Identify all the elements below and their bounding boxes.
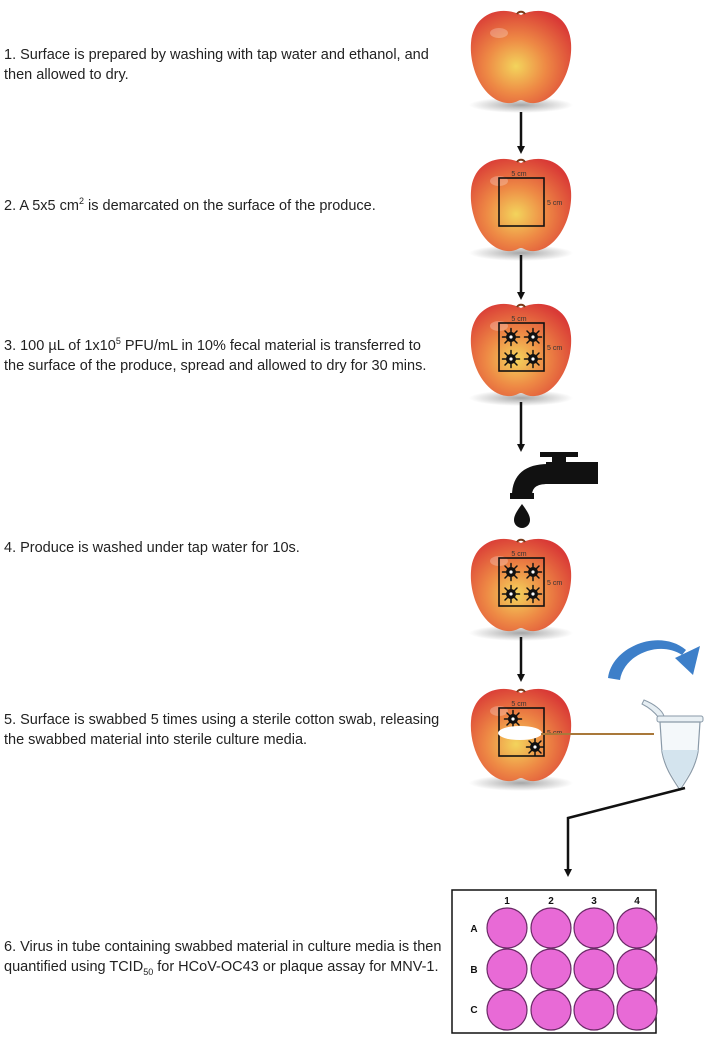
plate-col-label: 3	[591, 896, 597, 907]
square-side-label: 5 cm	[547, 200, 562, 207]
virus-icon	[523, 327, 543, 347]
plate-row-label: B	[470, 965, 477, 976]
square-top-label: 5 cm	[511, 551, 526, 558]
square-top-label: 5 cm	[511, 171, 526, 178]
apple-5: 5 cm 5 cm	[468, 687, 574, 792]
step-3-text: 3. 100 µL of 1x105 PFU/mL in 10% fecal m…	[4, 336, 427, 374]
plate-col-label: 2	[548, 896, 554, 907]
well	[486, 989, 528, 1031]
virus-icon	[501, 562, 521, 582]
square-top-label: 5 cm	[511, 701, 526, 708]
virus-icon	[525, 737, 545, 757]
apple-4: 5 cm 5 cm	[468, 537, 574, 642]
virus-icon	[523, 584, 543, 604]
step-1-text: 1. Surface is prepared by washing with t…	[4, 47, 429, 83]
step-6-text: 6. Virus in tube containing swabbed mate…	[4, 939, 442, 977]
tube-icon	[641, 699, 704, 792]
faucet-icon	[510, 452, 598, 528]
step-5-text: 5. Surface is swabbed 5 times using a st…	[4, 712, 440, 748]
virus-icon	[501, 349, 521, 369]
well	[616, 948, 658, 990]
well-plate: 1 2 3 4 A B C	[451, 889, 658, 1034]
apple-3: 5 cm 5 cm	[468, 302, 574, 407]
well	[530, 948, 572, 990]
curved-arrow-icon	[608, 640, 700, 680]
virus-icon	[523, 349, 543, 369]
well	[486, 907, 528, 949]
square-side-label: 5 cm	[547, 580, 562, 587]
well	[573, 989, 615, 1031]
well	[530, 989, 572, 1031]
square-top-label: 5 cm	[511, 316, 526, 323]
apple-1	[468, 9, 574, 114]
plate-row-label: A	[470, 924, 477, 935]
step-4-text: 4. Produce is washed under tap water for…	[4, 540, 300, 556]
well	[530, 907, 572, 949]
plate-col-label: 1	[504, 896, 510, 907]
virus-icon	[501, 327, 521, 347]
plate-col-label: 4	[634, 896, 640, 907]
virus-icon	[503, 709, 523, 729]
swab-tip	[498, 726, 542, 740]
well	[573, 907, 615, 949]
apple-2: 5 cm 5 cm	[468, 157, 574, 262]
virus-icon	[501, 584, 521, 604]
well	[573, 948, 615, 990]
well	[616, 989, 658, 1031]
step-2-text: 2. A 5x5 cm2 is demarcated on the surfac…	[4, 196, 376, 214]
well	[486, 948, 528, 990]
virus-icon	[523, 562, 543, 582]
plate-row-label: C	[470, 1005, 477, 1016]
connector-arrow	[564, 786, 686, 877]
square-side-label: 5 cm	[547, 345, 562, 352]
well	[616, 907, 658, 949]
